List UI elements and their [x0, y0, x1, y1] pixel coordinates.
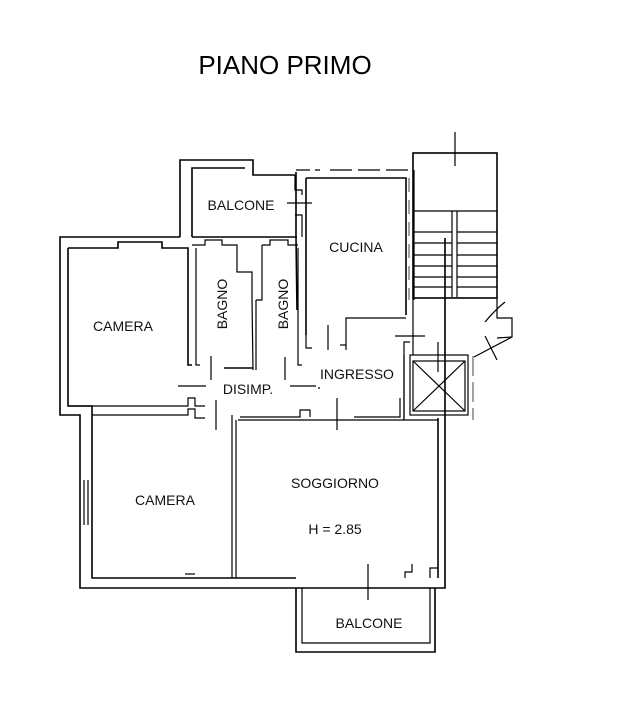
camera-top-walls	[68, 241, 205, 407]
room-label-cucina: CUCINA	[329, 239, 383, 255]
room-label-bagno-2: BAGNO	[275, 279, 291, 330]
cucina-walls	[295, 169, 415, 350]
ceiling-height-label: H = 2.85	[308, 521, 362, 537]
room-label-balcone-top: BALCONE	[208, 197, 275, 213]
exterior-walls	[59, 236, 446, 589]
camera-bottom-walls	[92, 408, 237, 578]
room-label-balcone-bottom: BALCONE	[336, 615, 403, 631]
room-label-camera-bottom: CAMERA	[135, 492, 196, 508]
plan-title: PIANO PRIMO	[198, 50, 371, 80]
elevator-icon	[403, 342, 474, 420]
room-label-ingresso: INGRESSO	[320, 366, 394, 382]
soggiorno-walls	[238, 419, 438, 600]
room-label-camera-top: CAMERA	[93, 318, 154, 334]
stairwell	[395, 132, 513, 361]
bagno-walls	[178, 239, 316, 387]
room-label-bagno-1: BAGNO	[214, 279, 230, 330]
room-label-disimpegno: DISIMP.	[223, 381, 273, 397]
room-label-soggiorno: SOGGIORNO	[291, 475, 379, 491]
balcone-top-walls	[179, 159, 312, 238]
balcone-bottom-walls	[295, 588, 436, 653]
